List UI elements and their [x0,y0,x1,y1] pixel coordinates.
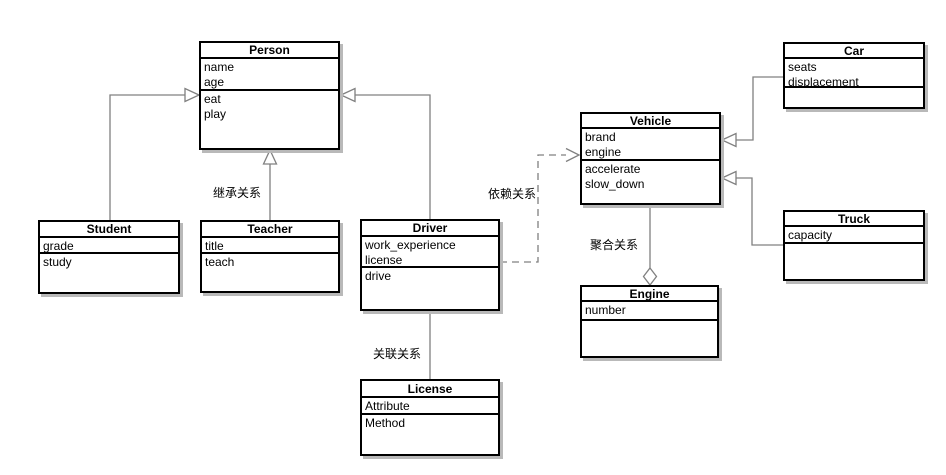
method: play [204,107,227,121]
class-truck[interactable]: Truck capacity [783,210,925,281]
method: Method [365,416,406,430]
attribute: brand [585,130,616,144]
class-person-attributes: name age [201,59,338,91]
inheritance-arrow-icon [184,87,201,103]
class-license[interactable]: License Attribute Method [360,379,500,456]
edge-driver-person-inheritance [339,87,431,219]
class-truck-attributes: capacity [785,227,923,244]
attribute: title [205,239,224,253]
attribute: displacement [788,75,859,88]
edge-student-person-inheritance [109,87,201,220]
edge-car-vehicle-inheritance [720,76,783,148]
inheritance-arrow-icon [720,170,737,186]
class-vehicle-title: Vehicle [582,114,719,129]
class-driver-title: Driver [362,221,498,237]
attribute: name [204,60,235,74]
attribute: grade [43,239,74,253]
attribute: capacity [788,228,833,242]
inheritance-arrow-icon [720,132,737,148]
attribute: license [365,253,403,267]
class-engine-methods [582,321,717,356]
aggregation-diamond-icon [642,266,658,287]
dependency-arrow-icon [565,147,581,163]
class-truck-methods [785,244,923,279]
class-license-methods: Method [362,415,498,454]
class-vehicle-attributes: brand engine [582,129,719,161]
method: drive [365,269,392,283]
class-engine-attributes: number [582,302,717,321]
class-driver[interactable]: Driver work_experience license drive [360,219,500,311]
inheritance-arrow-icon [262,148,278,165]
class-teacher-attributes: title [202,238,338,254]
attribute: number [585,303,626,317]
class-teacher[interactable]: Teacher title teach [200,220,340,293]
class-driver-attributes: work_experience license [362,237,498,268]
dependency-relationship-label: 依赖关系 [488,187,537,201]
class-student-title: Student [40,222,178,238]
class-license-title: License [362,381,498,398]
class-teacher-title: Teacher [202,222,338,238]
class-person-methods: eat play [201,91,338,148]
class-vehicle[interactable]: Vehicle brand engine accelerate slow_dow… [580,112,721,205]
attribute: work_experience [365,238,456,252]
class-car[interactable]: Car seats displacement [783,42,925,109]
aggregation-relationship-label: 聚合关系 [590,238,639,252]
attribute: age [204,75,225,89]
inheritance-arrow-icon [339,87,356,103]
class-vehicle-methods: accelerate slow_down [582,161,719,203]
inheritance-relationship-label: 继承关系 [213,186,262,200]
class-car-methods [785,88,923,107]
edge-truck-vehicle-inheritance [720,170,783,246]
class-car-title: Car [785,44,923,59]
class-engine[interactable]: Engine number [580,285,719,358]
class-driver-methods: drive [362,268,498,309]
method: teach [205,255,235,269]
class-person-title: Person [201,43,338,59]
attribute: engine [585,145,622,159]
attribute: Attribute [365,399,410,413]
method: eat [204,92,221,106]
class-license-attributes: Attribute [362,398,498,415]
class-student-attributes: grade [40,238,178,254]
class-engine-title: Engine [582,287,717,302]
class-teacher-methods: teach [202,254,338,291]
method: study [43,255,72,269]
attribute: seats [788,60,817,74]
class-car-attributes: seats displacement [785,59,923,88]
class-person[interactable]: Person name age eat play [199,41,340,150]
edge-driver-vehicle-dependency [500,147,581,263]
class-student-methods: study [40,254,178,292]
class-truck-title: Truck [785,212,923,227]
method: slow_down [585,177,645,191]
method: accelerate [585,162,641,176]
edge-teacher-person-inheritance [262,148,278,220]
association-relationship-label: 关联关系 [373,347,422,361]
edge-vehicle-engine-aggregation [642,205,658,287]
class-student[interactable]: Student grade study [38,220,180,294]
